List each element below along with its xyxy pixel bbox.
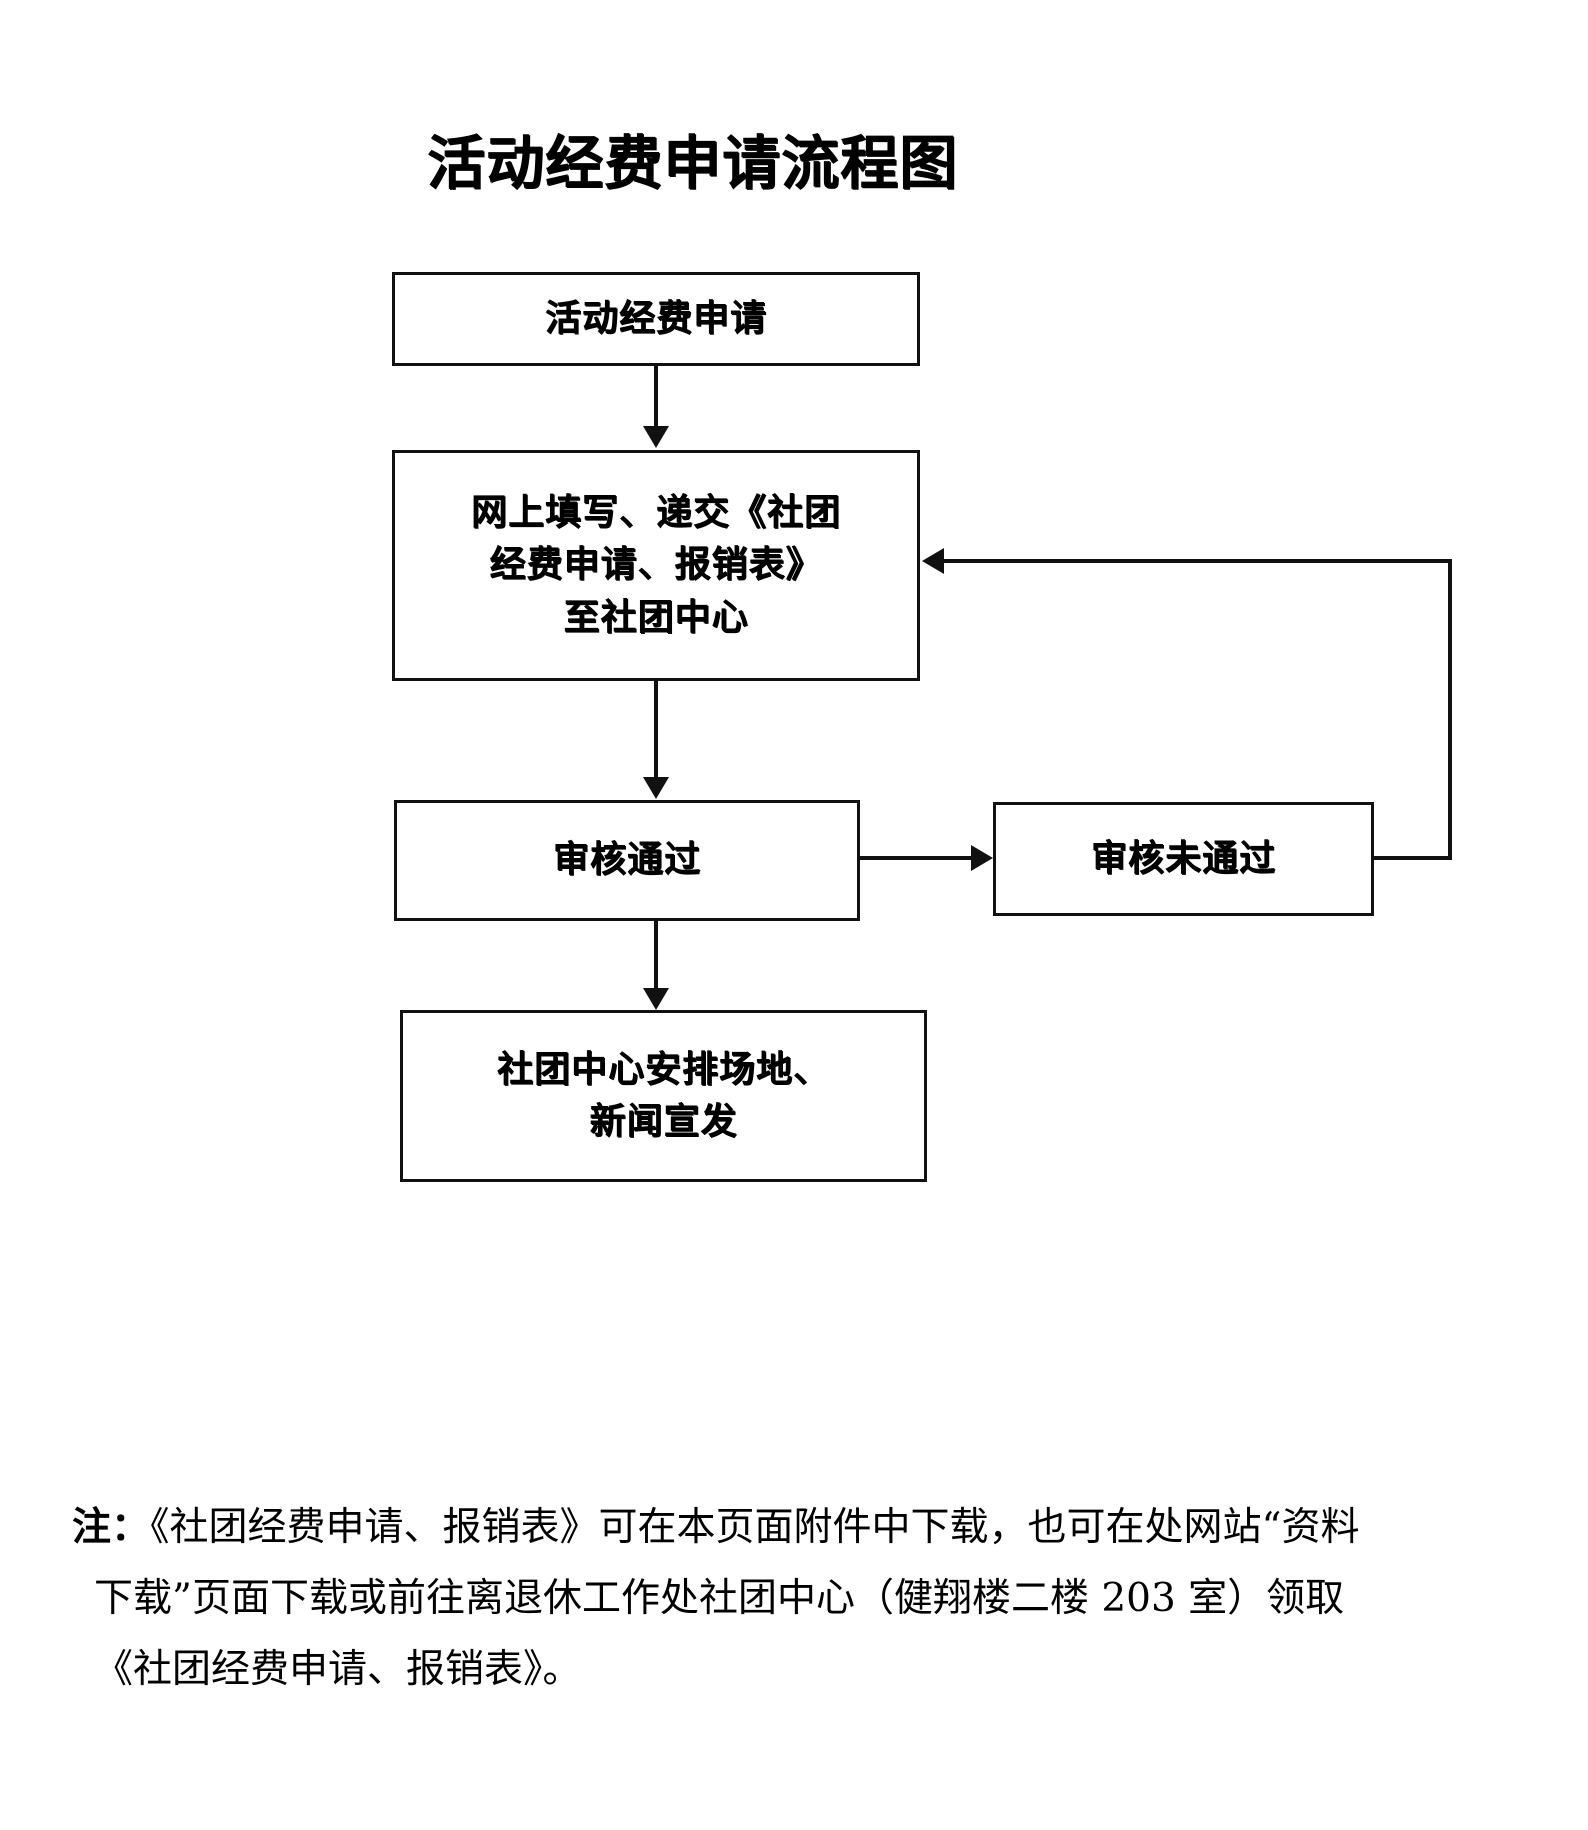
footnote-line-2: 下载”页面下载或前往离退休工作处社团中心（健翔楼二楼 203 室）领取 <box>72 1564 1522 1635</box>
page-title: 活动经费申请流程图 <box>426 129 958 197</box>
flow-node-rejected[interactable]: 审核未通过 <box>993 802 1374 916</box>
connector-approved-to-arrange-line <box>654 921 658 991</box>
flow-node-approved[interactable]: 审核通过 <box>394 800 860 921</box>
footnote-line-1-text: 《社团经费申请、报销表》可在本页面附件中下载，也可在处网站“资料 <box>150 1505 1360 1550</box>
footnote: 注：《社团经费申请、报销表》可在本页面附件中下载，也可在处网站“资料 下载”页面… <box>72 1492 1522 1706</box>
footnote-line-2-text: 下载”页面下载或前往离退休工作处社团中心（健翔楼二楼 203 室）领取 <box>94 1575 1345 1621</box>
flow-node-apply[interactable]: 活动经费申请 <box>392 272 920 366</box>
flow-node-arrange[interactable]: 社团中心安排场地、 新闻宣发 <box>400 1010 927 1182</box>
footnote-label: 注： <box>72 1504 151 1550</box>
flow-node-rejected-label: 审核未通过 <box>1090 837 1276 879</box>
flow-node-approved-label: 审核通过 <box>552 839 701 881</box>
arrow-down-icon <box>643 988 669 1010</box>
footnote-line-1: 注：《社团经费申请、报销表》可在本页面附件中下载，也可在处网站“资料 <box>72 1492 1522 1564</box>
connector-rejected-loop-segment-left <box>944 559 1452 563</box>
footnote-line-3: 《社团经费申请、报销表》。 <box>72 1635 1522 1706</box>
flow-node-apply-label: 活动经费申请 <box>544 297 767 339</box>
connector-apply-to-submit-line <box>654 366 658 428</box>
arrow-down-icon <box>643 426 669 448</box>
connector-approved-to-rejected-line <box>860 856 975 860</box>
flow-node-arrange-label: 社团中心安排场地、 新闻宣发 <box>496 1048 830 1142</box>
flow-node-submit-label: 网上填写、递交《社团 经费申请、报销表》 至社团中心 <box>470 492 841 638</box>
connector-submit-to-approved-line <box>654 681 658 779</box>
flow-node-submit[interactable]: 网上填写、递交《社团 经费申请、报销表》 至社团中心 <box>392 450 920 681</box>
connector-rejected-loop-segment-up <box>1448 559 1452 860</box>
arrow-down-icon <box>643 777 669 799</box>
arrow-left-icon <box>922 548 944 574</box>
arrow-right-icon <box>971 845 993 871</box>
footnote-line-3-text: 《社团经费申请、报销表》。 <box>94 1646 582 1692</box>
connector-rejected-loop-segment-right <box>1374 856 1452 860</box>
